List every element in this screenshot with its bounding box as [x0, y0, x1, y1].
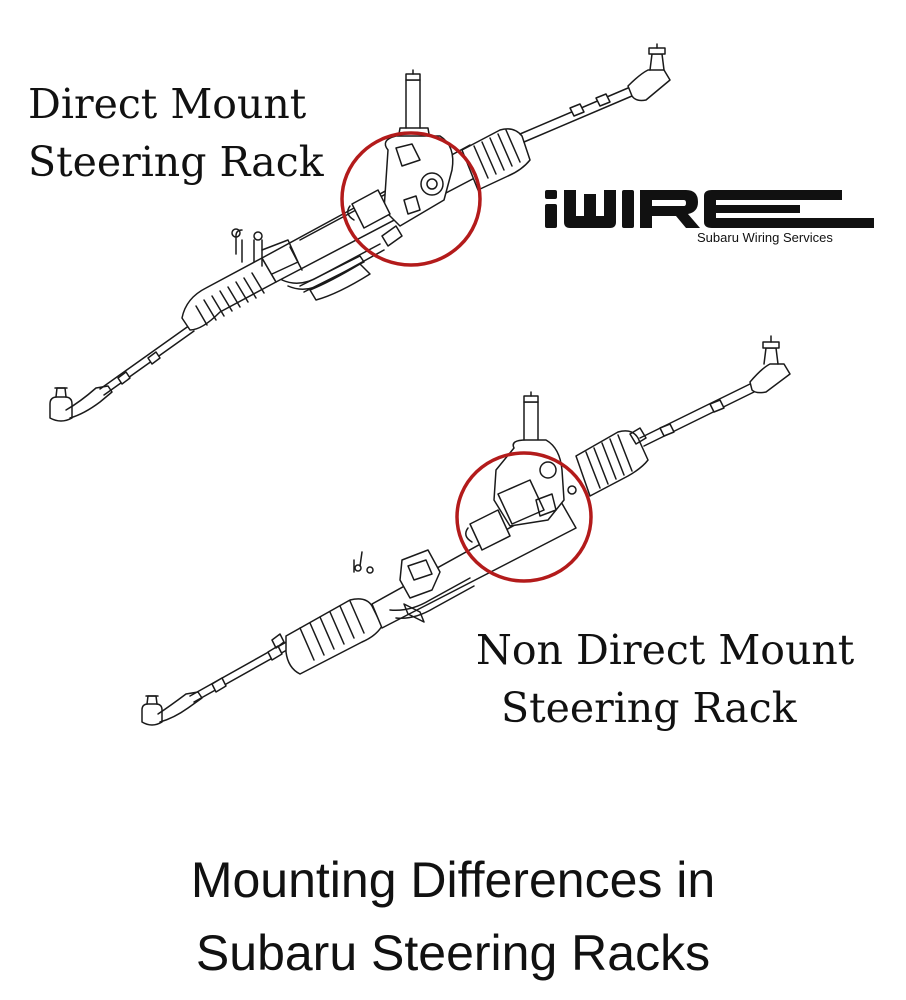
brand-subtitle: Subaru Wiring Services — [697, 230, 833, 245]
direct-mount-steering-rack — [49, 43, 671, 422]
direct-left-boot — [181, 257, 277, 331]
caption-line2: Subaru Steering Racks — [195, 925, 711, 981]
nondirect-right-boot — [575, 427, 649, 497]
direct-right-boot — [461, 128, 531, 191]
nondirect-rack-housing — [353, 499, 577, 629]
non-direct-mount-steering-rack — [141, 335, 791, 726]
iwire-logo — [545, 190, 874, 228]
nondirect-pinion-valve-body — [465, 391, 577, 551]
direct-fluid-lines — [231, 228, 385, 290]
direct-mount-highlight-circle — [340, 131, 482, 267]
direct-right-tie-rod — [519, 87, 633, 143]
non-direct-mount-label-line1: Non Direct Mount — [476, 626, 855, 674]
nondirect-left-boot — [271, 598, 383, 675]
direct-mount-label-line1: Direct Mount — [28, 80, 307, 128]
direct-left-tie-rod-end — [49, 385, 113, 422]
direct-right-tie-rod-end — [627, 43, 671, 102]
nondirect-right-tie-rod — [639, 383, 755, 447]
direct-left-tie-rod — [99, 324, 195, 396]
caption-line1: Mounting Differences in — [190, 852, 716, 908]
direct-mount-label-line2: Steering Rack — [28, 138, 324, 186]
nondirect-left-tie-rod — [189, 639, 295, 703]
non-direct-mount-highlight-circle — [455, 451, 593, 583]
direct-pinion-valve-body — [347, 69, 454, 247]
nondirect-left-tie-rod-end — [141, 691, 203, 726]
non-direct-mount-label-line2: Steering Rack — [501, 684, 797, 732]
nondirect-right-tie-rod-end — [749, 335, 791, 394]
